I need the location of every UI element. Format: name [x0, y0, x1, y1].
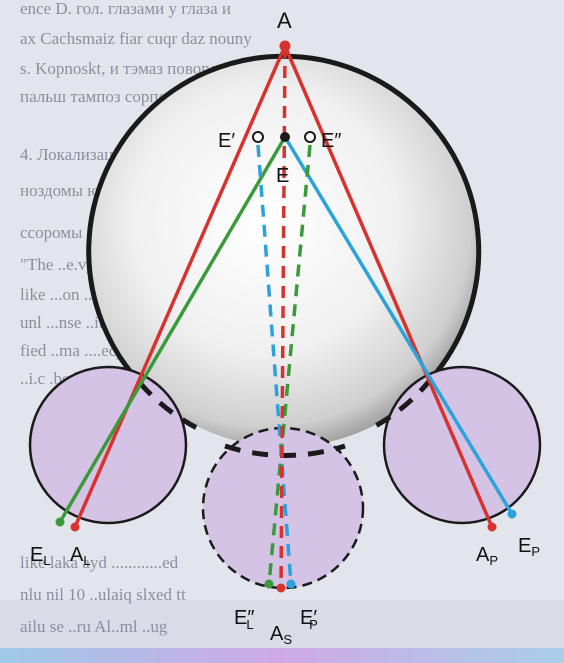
head-outline-hidden-bottom: [224, 443, 346, 458]
label-EP-prime: E′P: [300, 607, 318, 632]
head-outline-hidden-left: [138, 381, 203, 433]
background-text-line: s. Kopnoskt, и тэмаз поворот: [20, 59, 226, 78]
left-ear-circle: [28, 365, 188, 525]
bottom-color-strip: [0, 648, 564, 663]
ray-A-to-AP: [283, 45, 494, 528]
ray-Edprime-to-ELdprime: [267, 144, 312, 585]
background-text-line: like laka ayd ............ed: [20, 553, 179, 572]
label-EL-double-prime: E″L: [234, 607, 254, 632]
label-E-prime: E′: [218, 130, 235, 152]
label-E-double-prime: E″: [321, 130, 341, 152]
point-AP: [487, 522, 497, 532]
point-EP: [507, 509, 517, 519]
right-ear-circle: [382, 365, 542, 525]
background-text-line: ax Cachsmaiz fiar cuqr daz nouny: [20, 29, 252, 48]
point-EL: [55, 517, 65, 527]
background-text-line: nlu nil 10 ..ulaiq slxed tt: [20, 585, 186, 604]
label-EP: EP: [518, 535, 540, 559]
point-E-prime: [252, 131, 264, 143]
ray-E-to-EP: [283, 136, 514, 515]
label-AS: AS: [270, 623, 292, 647]
point-A: [279, 40, 291, 52]
point-AS: [276, 583, 286, 593]
background-text-line: 4. Локализация: [20, 145, 130, 164]
point-EP-prime: [286, 579, 296, 589]
label-EL: EL: [30, 544, 51, 568]
ray-E-to-EL: [58, 136, 287, 523]
background-text-line: ence D. гол. глазами у глаза и: [20, 0, 231, 18]
point-AL: [70, 522, 80, 532]
ray-Eprime-to-EPprime: [256, 144, 293, 585]
label-AL: AL: [70, 544, 91, 568]
background-text-line: ailu se ..ru Al..ml ..ug: [20, 617, 168, 636]
label-AP: AP: [476, 544, 498, 568]
point-E-double-prime: [304, 131, 316, 143]
head-outline-hidden-right: [366, 377, 433, 433]
ray-A-to-AL: [73, 45, 287, 528]
label-A: A: [277, 8, 292, 33]
point-EL-double-prime: [264, 579, 274, 589]
label-E: E: [276, 165, 289, 187]
point-E: [280, 132, 290, 142]
